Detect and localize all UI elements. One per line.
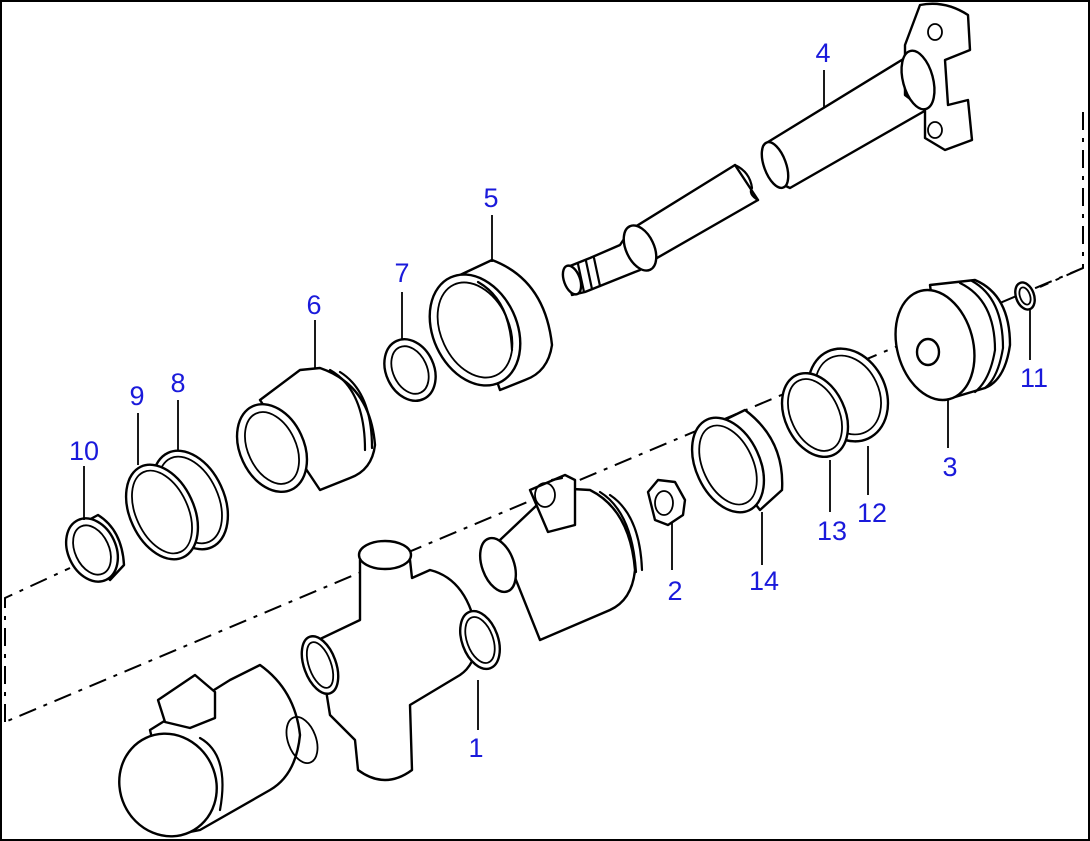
small-o-ring <box>1014 281 1036 311</box>
cylinder-head <box>235 366 377 494</box>
piston-ring-pair <box>780 347 890 459</box>
callout-5: 5 <box>483 183 498 213</box>
callout-1: 1 <box>468 733 483 763</box>
callout-4: 4 <box>815 38 830 68</box>
callout-12: 12 <box>857 498 887 528</box>
piston-rod <box>561 2 974 297</box>
callout-13: 13 <box>817 516 847 546</box>
washer <box>383 338 437 402</box>
dust-seal <box>64 513 126 583</box>
callout-11: 11 <box>1020 363 1048 393</box>
piston <box>894 278 1012 402</box>
leader-lines <box>83 70 1031 730</box>
callout-10: 10 <box>69 436 99 466</box>
callout-14: 14 <box>749 566 779 596</box>
head-ring-pair <box>124 449 230 561</box>
callout-labels: 1 2 3 4 5 6 7 8 9 10 11 12 13 14 <box>69 38 1048 763</box>
callout-2: 2 <box>667 576 682 606</box>
wear-ring <box>690 408 784 514</box>
assembly-axis <box>4 112 1084 723</box>
callout-6: 6 <box>306 290 321 320</box>
callout-9: 9 <box>129 381 144 411</box>
cylinder-tube <box>118 473 644 838</box>
cylinder-head-sleeve <box>428 258 554 392</box>
piston-nut <box>646 478 687 527</box>
callout-3: 3 <box>942 452 957 482</box>
callout-7: 7 <box>394 258 409 288</box>
callout-8: 8 <box>170 368 185 398</box>
